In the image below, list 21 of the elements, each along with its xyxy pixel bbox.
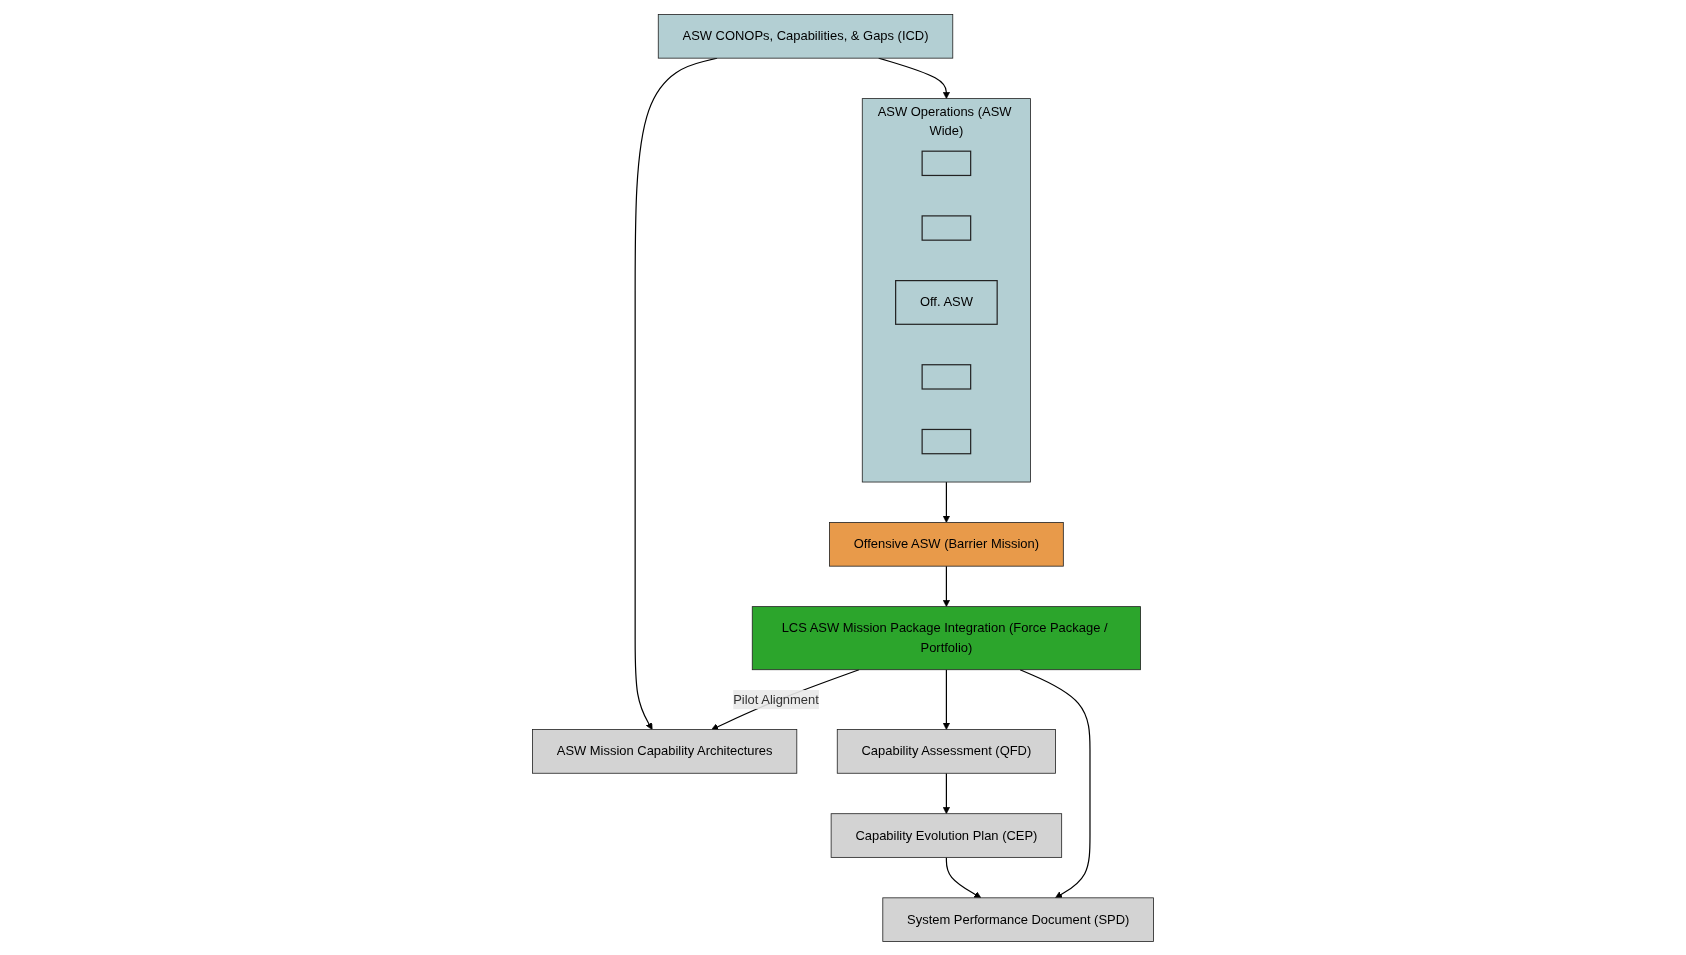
node-box: ASW CONOPs, Capabilities, & Gaps (ICD) (657, 13, 954, 59)
arrow (942, 565, 950, 607)
node-box: Offensive ASW (Barrier Mission) (829, 521, 1064, 567)
arrow (942, 480, 950, 523)
node-box (921, 214, 972, 241)
node-box (921, 363, 972, 390)
node-box: LCS ASW Mission Package Integration (Force Package / Portfolio) (751, 605, 1141, 670)
edge-label: Pilot Alignment (733, 691, 819, 706)
arrow (711, 668, 860, 730)
node-box: ASW Mission Capability Architectures (532, 728, 798, 774)
arrow (878, 57, 950, 99)
arrow (1019, 668, 1091, 898)
node-box (921, 428, 972, 454)
node-box: System Performance Document (SPD) (882, 896, 1154, 942)
node-box: Capability Assessment (QFD) (836, 728, 1056, 774)
arrow (942, 668, 950, 730)
node-box: Off. ASW (895, 279, 998, 325)
node-box: Capability Evolution Plan (CEP) (830, 812, 1063, 858)
node-box (921, 150, 972, 176)
arrow (942, 772, 950, 814)
arrow (945, 856, 982, 898)
